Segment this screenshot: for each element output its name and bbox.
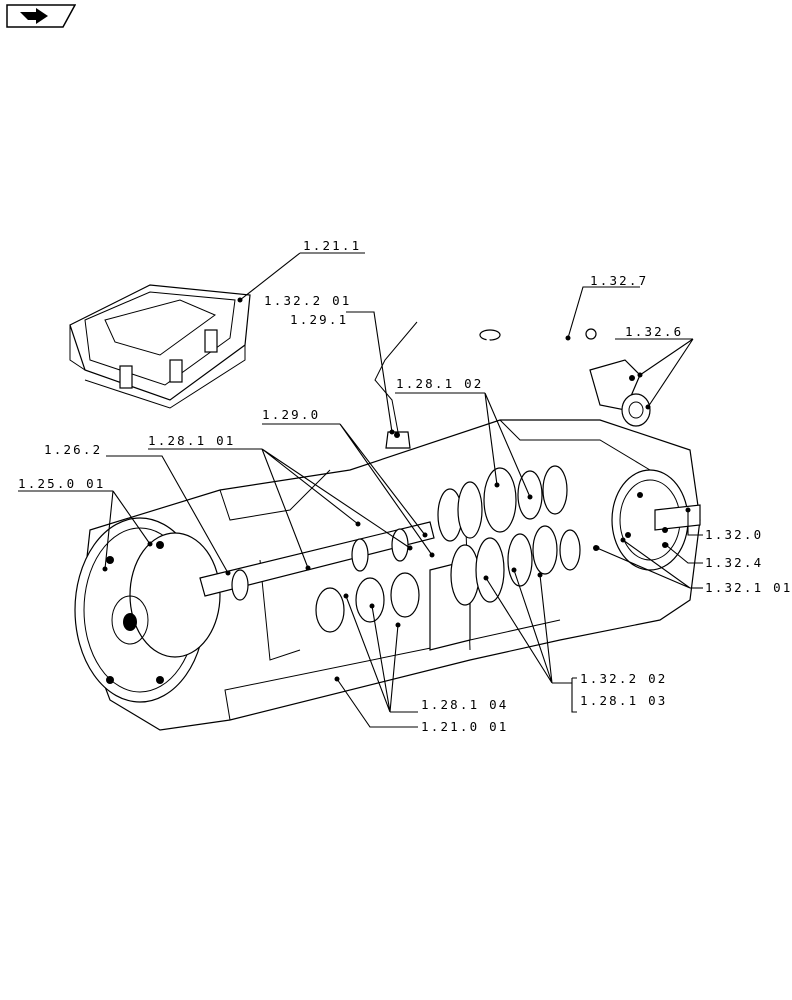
callout-1-32-6[interactable]: 1.32.6 (625, 324, 683, 339)
leader-lines (18, 252, 703, 728)
fork-bearing-part (589, 359, 651, 427)
callout-1-28-1-03[interactable]: 1.28.1 03 (580, 693, 668, 708)
callout-1-32-0[interactable]: 1.32.0 (705, 527, 763, 542)
callout-1-29-1[interactable]: 1.29.1 (290, 312, 348, 327)
oil-sump-cover-part (69, 284, 251, 409)
shift-lever-part (479, 328, 597, 378)
callout-1-25-0-01[interactable]: 1.25.0 01 (18, 476, 106, 491)
callout-1-32-4[interactable]: 1.32.4 (705, 555, 763, 570)
main-gear-cluster-part (437, 465, 581, 606)
callout-1-28-1-04[interactable]: 1.28.1 04 (421, 697, 509, 712)
callout-1-21-1[interactable]: 1.21.1 (303, 238, 361, 253)
callout-1-29-0[interactable]: 1.29.0 (262, 407, 320, 422)
callout-1-32-1-01[interactable]: 1.32.1 01 (705, 580, 792, 595)
callout-1-28-1-02[interactable]: 1.28.1 02 (396, 376, 484, 391)
lower-gear-set-part (315, 559, 471, 651)
previous-page-button[interactable] (6, 4, 76, 28)
prev-page-arrow-icon (20, 8, 48, 24)
callout-1-32-2-01-upper[interactable]: 1.32.2 01 (264, 293, 352, 308)
callout-1-32-7[interactable]: 1.32.7 (590, 273, 648, 288)
clutch-flywheel-part (74, 517, 221, 703)
callout-1-26-2[interactable]: 1.26.2 (44, 442, 102, 457)
callout-1-32-2-02[interactable]: 1.32.2 02 (580, 671, 668, 686)
callout-1-28-1-01[interactable]: 1.28.1 01 (148, 433, 236, 448)
input-shaft-part (199, 521, 435, 601)
callout-1-21-0-01[interactable]: 1.21.0 01 (421, 719, 509, 734)
dipstick-part (374, 321, 418, 449)
